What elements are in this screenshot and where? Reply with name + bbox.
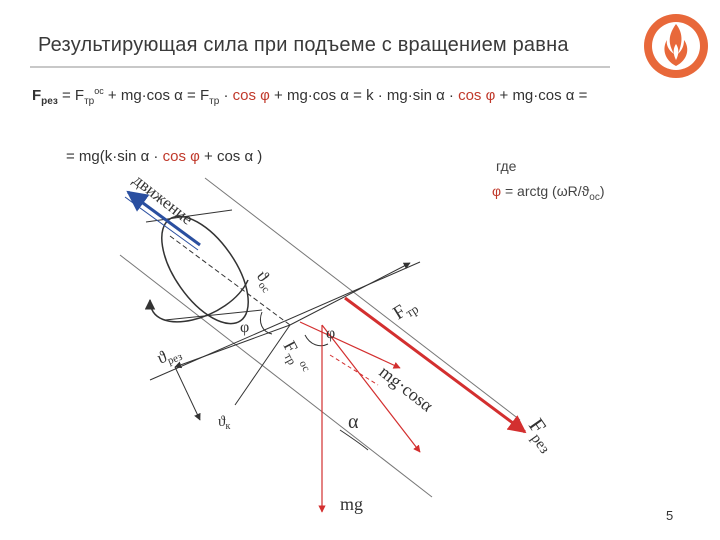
v-rez-line [174,324,291,369]
svg-text:ϑк: ϑк [218,414,230,432]
rotation-arc [144,279,249,323]
v-rez-label: ϑрез [154,341,184,370]
phi-left-label: φ [240,319,249,336]
svg-text:ϑрез: ϑрез [154,341,184,370]
cylinder-edge-bottom [164,309,263,321]
svg-text:mg·cosα: mg·cosα [376,361,438,416]
svg-text:Fтрос: Fтрос [277,337,313,378]
body-line-lower [119,254,433,498]
where-label: где [496,158,517,174]
cylinder-end-front [161,215,249,325]
flame-logo-icon [640,10,712,82]
movement-arrow [126,190,201,247]
phi-arc-right [304,334,329,347]
frez-label: Fрез [521,414,563,457]
phi-arc-left [259,311,273,335]
cylinder-axis [169,235,291,326]
body-line-upper [204,177,521,421]
mg-label: mg [340,494,363,514]
cylinder-edge-top [145,209,233,223]
svg-text:ϑос: ϑос [250,267,279,296]
formula-line-1: Fрез = Fтрос + mg·cos α = Fтр · cos φ + … [32,86,588,107]
rez-long-line [149,261,421,381]
frez-vector [344,296,527,434]
alpha-label: α [348,411,359,433]
phi-definition: φ = arctg (ωR/ϑос) [492,183,605,203]
phi-right-label: φ [326,325,335,342]
formula-line-2: = mg(k·sin α · cos φ + cos α ) [66,148,263,165]
svg-text:Fрез: Fрез [521,414,563,457]
mg-cos-dashed [329,354,379,386]
title-underline [30,66,610,68]
alpha-arc [339,429,369,451]
svg-text:Fтр: Fтр [390,294,422,326]
ftr-os-label: Fтрос [277,337,313,378]
ftr-vector [299,321,401,369]
v-k-label: ϑк [218,414,230,432]
mg-cos-vector [321,324,421,453]
slide-title: Результирующая сила при подъеме с вращен… [38,34,569,56]
v-os-label: ϑос [250,267,279,296]
page-number: 5 [666,508,674,523]
v-k-line [174,366,201,421]
mg-cos-label: mg·cosα [376,361,438,416]
movement-arrow-outline [124,196,199,251]
ftr-os-line [234,324,291,406]
ftr-label: Fтр [390,294,422,326]
v-os-line [289,262,411,326]
